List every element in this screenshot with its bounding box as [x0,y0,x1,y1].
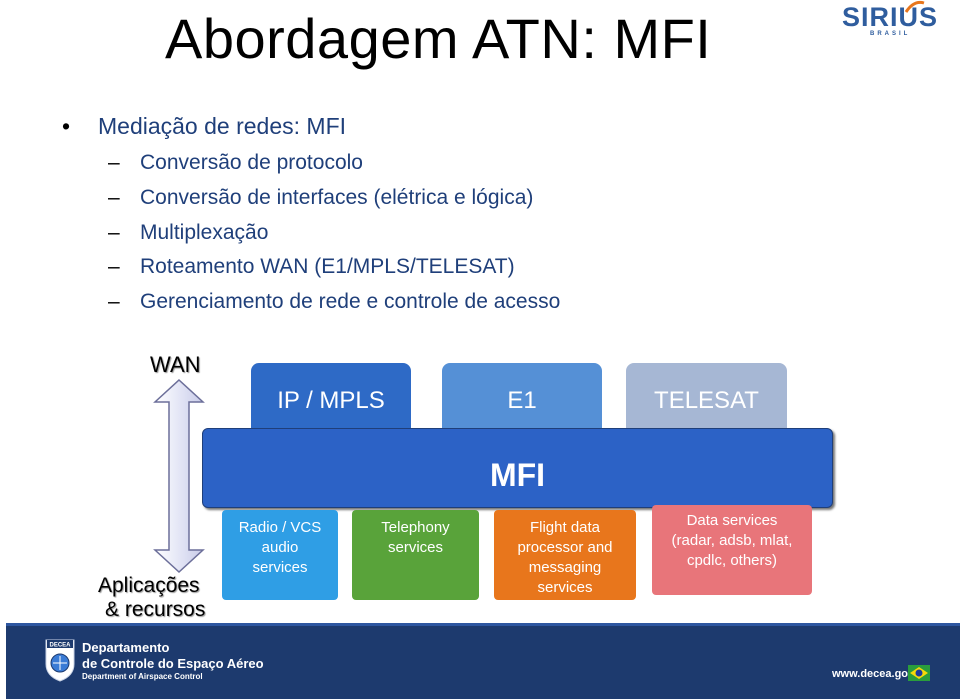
service-line: processor and [517,539,613,556]
service-line: Telephony [381,519,450,536]
dash-icon: – [108,255,120,278]
wan-label: WAN [150,352,201,377]
service-line: (radar, adsb, mlat, [671,532,793,549]
dash-icon: – [108,290,120,313]
applications-label-line2: & recursos [105,598,206,621]
logo-swoosh-icon [904,0,925,13]
service-line: cpdlc, others) [686,552,778,569]
sub-item-text: Gerenciamento de rede e controle de aces… [140,290,561,313]
brazil-flag-icon [908,665,930,681]
dash-icon: – [108,186,120,209]
telesat-box: TELESAT [626,363,787,429]
dash-icon: – [108,221,120,244]
slide-title: Abordagem ATN: MFI [165,7,712,70]
mfi-box: MFI [202,428,833,508]
logo-subtext: BRASIL [870,31,911,37]
sub-item: –Gerenciamento de rede e controle de ace… [108,290,560,314]
service-line: services [537,579,593,596]
service-line: services [252,559,308,576]
dash-icon: – [108,151,120,174]
service-line: audio [261,539,299,556]
ip-mpls-box: IP / MPLS [251,363,411,429]
sub-item-text: Multiplexação [140,221,269,244]
sub-item: –Multiplexação [108,221,268,245]
decea-emblem-icon: DECEA [45,639,75,682]
footer-bar: DECEA Departamento de Controle do Espaço… [6,623,960,699]
service-line: Data services [686,512,778,529]
applications-label: Aplicações & recursos [98,574,205,622]
radio-vcs-services-box: Radio / VCS audio services [222,510,338,600]
data-services-box: Data services (radar, adsb, mlat, cpdlc,… [652,505,812,595]
footer-dept-line3: Department of Airspace Control [82,672,203,681]
applications-label-line1: Aplicações [98,574,200,597]
double-arrow-icon [153,378,205,574]
footer-dept-line2: de Controle do Espaço Aéreo [82,656,264,671]
sub-item-text: Conversão de protocolo [140,151,363,174]
sirius-logo: SIRIUS BRASIL [842,0,937,40]
bullet-item: • Mediação de redes: MFI [62,113,346,140]
sub-item-text: Roteamento WAN (E1/MPLS/TELESAT) [140,255,515,278]
bullet-dot-icon: • [62,113,71,139]
service-line: services [387,539,443,556]
emblem-text: DECEA [49,643,71,649]
logo-text: SIRIUS [842,2,939,32]
sub-item-text: Conversão de interfaces (elétrica e lógi… [140,186,534,209]
footer-url-link[interactable]: www.decea.gov.br [832,668,928,680]
e1-box: E1 [442,363,602,429]
sub-item: –Roteamento WAN (E1/MPLS/TELESAT) [108,255,515,279]
service-line: Flight data [529,519,601,536]
telephony-services-box: Telephony services [352,510,479,600]
bullet-text: Mediação de redes: MFI [98,113,347,139]
flight-data-services-box: Flight data processor and messaging serv… [494,510,636,600]
sub-item: –Conversão de protocolo [108,151,363,175]
sub-item: –Conversão de interfaces (elétrica e lóg… [108,186,533,210]
service-line: messaging [528,559,602,576]
service-line: Radio / VCS [238,519,322,536]
footer-dept-line1: Departamento [82,640,170,655]
